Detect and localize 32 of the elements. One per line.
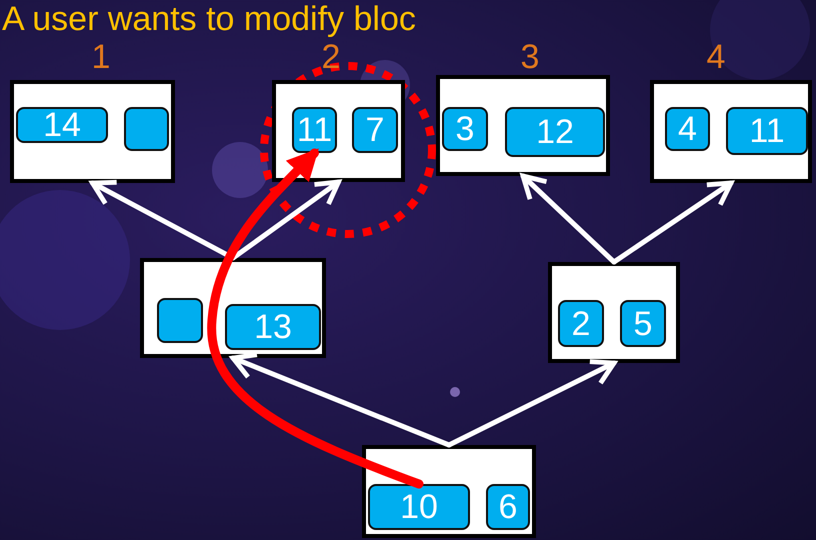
arrow (230, 352, 452, 448)
block-box (272, 80, 405, 182)
empty-cell (157, 298, 203, 343)
arrow (230, 180, 341, 260)
value-cell: 14 (16, 107, 108, 143)
block-box (10, 80, 175, 183)
value-cell: 12 (505, 107, 605, 157)
value-cell: 11 (292, 107, 337, 153)
value-cell: 6 (486, 484, 530, 530)
value-cell: 2 (558, 300, 604, 347)
block-box (650, 80, 812, 183)
arrow (612, 180, 734, 264)
block-box (436, 75, 610, 176)
value-cell: 4 (665, 107, 710, 151)
arrow (446, 359, 616, 448)
block-box (140, 258, 326, 358)
block-number: 2 (322, 40, 340, 74)
title: A user wants to modify bloc (2, 2, 416, 36)
block-number: 1 (92, 40, 110, 74)
block-number: 4 (706, 40, 726, 74)
value-cell: 13 (225, 304, 321, 350)
value-cell: 7 (352, 107, 398, 153)
block-box (548, 262, 680, 363)
value-cell: 11 (726, 107, 808, 155)
arrow (208, 148, 424, 488)
value-cell: 5 (620, 300, 666, 347)
empty-cell (124, 107, 169, 151)
value-cell: 3 (442, 107, 488, 151)
block-box (362, 445, 536, 538)
block-number: 3 (520, 40, 540, 74)
value-cell: 10 (368, 484, 470, 530)
arrow (520, 174, 616, 264)
